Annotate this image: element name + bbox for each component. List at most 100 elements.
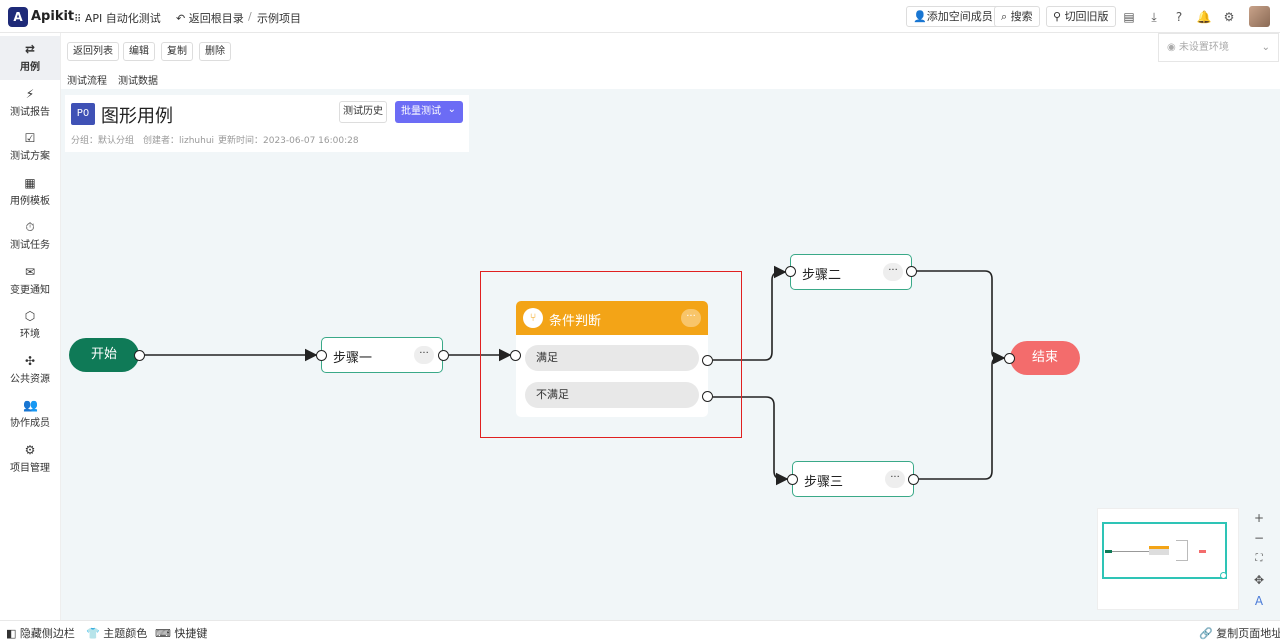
step1-out-port[interactable] bbox=[438, 350, 449, 361]
step2-out-port[interactable] bbox=[906, 266, 917, 277]
more-icon[interactable]: ··· bbox=[414, 346, 434, 364]
sidebar-item-resources[interactable]: ✣公共资源 bbox=[0, 348, 60, 392]
step2-in-port[interactable] bbox=[785, 266, 796, 277]
hide-sidebar-button[interactable]: ◧ 隐藏侧边栏 bbox=[6, 625, 75, 640]
sidebar-item-cases[interactable]: ⇄用例 bbox=[0, 36, 60, 80]
step3-out-port[interactable] bbox=[908, 474, 919, 485]
add-member-button[interactable]: 👤添加空间成员 bbox=[906, 6, 1000, 27]
user-plus-icon: 👤 bbox=[913, 10, 927, 23]
step1-in-port[interactable] bbox=[316, 350, 327, 361]
avatar[interactable] bbox=[1249, 6, 1270, 27]
theme-color-label: 主题颜色 bbox=[103, 627, 148, 640]
chevron-down-icon[interactable]: ⌄ bbox=[447, 104, 456, 115]
sidebar-item-label: 公共资源 bbox=[10, 374, 50, 385]
sidebar-item-members[interactable]: 👥协作成员 bbox=[0, 392, 60, 436]
move-icon[interactable]: ✥ bbox=[1253, 573, 1265, 587]
condition-in-port[interactable] bbox=[510, 350, 521, 361]
highlight-box bbox=[480, 271, 742, 438]
add-member-label: 添加空间成员 bbox=[926, 10, 993, 23]
shortcuts-button[interactable]: ⌨ 快捷键 bbox=[155, 625, 207, 640]
calendar-icon[interactable]: ▤ bbox=[1123, 10, 1135, 24]
minimap[interactable] bbox=[1097, 508, 1239, 610]
auto-layout-icon[interactable]: A bbox=[1254, 594, 1264, 608]
start-out-port[interactable] bbox=[134, 350, 145, 361]
sidebar-item-project-settings[interactable]: ⚙项目管理 bbox=[0, 437, 60, 481]
breadcrumb-current[interactable]: 示例项目 bbox=[257, 12, 301, 25]
branch-no[interactable]: 不满足 bbox=[525, 382, 699, 408]
minimap-resize-handle[interactable] bbox=[1220, 572, 1227, 579]
help-icon[interactable]: ? bbox=[1175, 10, 1183, 24]
copy-url-button[interactable]: 🔗 复制页面地址 bbox=[1199, 625, 1280, 640]
top-bar: A Apikit ⠿ API 自动化测试 ↶ 返回根目录 / 示例项目 👤添加空… bbox=[0, 0, 1280, 33]
grid-icon: ⠿ bbox=[74, 14, 82, 25]
delete-button[interactable]: 删除 bbox=[199, 42, 231, 61]
bottom-bar: ◧ 隐藏侧边栏 👕 主题颜色 ⌨ 快捷键 🔗 复制页面地址 bbox=[0, 620, 1280, 640]
sidebar: ⇄用例 ⚡测试报告 ☑测试方案 ▦用例模板 ⏱测试任务 ✉ 变更通知 ⬡环境 ✣公… bbox=[0, 33, 61, 620]
case-info-card: P0 图形用例 分组：默认分组 创建者：lizhuhui 更新时间：2023-0… bbox=[65, 95, 469, 152]
batch-test-button[interactable]: 批量测试 ⌄ bbox=[395, 101, 463, 123]
search-button[interactable]: ⌕ 搜索 bbox=[994, 6, 1040, 27]
tab-data[interactable]: 测试数据 bbox=[118, 76, 158, 87]
minimap-edge bbox=[1112, 551, 1149, 552]
zoom-in-icon[interactable]: + bbox=[1253, 511, 1265, 525]
mail-icon: ✉ bbox=[24, 265, 36, 279]
sidebar-item-environment[interactable]: ⬡环境 bbox=[0, 303, 60, 347]
bell-icon[interactable]: 🔔 bbox=[1196, 10, 1212, 24]
minimap-viewport[interactable] bbox=[1102, 522, 1227, 579]
copy-button[interactable]: 复制 bbox=[161, 42, 193, 61]
more-icon[interactable]: ··· bbox=[883, 263, 903, 281]
sidebar-item-notifications[interactable]: ✉ 变更通知 bbox=[0, 259, 60, 303]
start-node[interactable]: 开始 bbox=[69, 338, 139, 372]
branch-yes[interactable]: 满足 bbox=[525, 345, 699, 371]
step3-in-port[interactable] bbox=[787, 474, 798, 485]
apikit-logo-icon[interactable]: A bbox=[8, 7, 28, 27]
eye-icon: ◉ bbox=[1167, 42, 1176, 53]
shortcuts-label: 快捷键 bbox=[174, 627, 208, 640]
project-switcher[interactable]: ⠿ API 自动化测试 bbox=[74, 10, 161, 26]
sidebar-item-label: 用例模板 bbox=[10, 196, 50, 207]
sidebar-item-tasks[interactable]: ⏱测试任务 bbox=[0, 214, 60, 258]
edit-button[interactable]: 编辑 bbox=[123, 42, 155, 61]
test-history-button[interactable]: 测试历史 bbox=[339, 101, 387, 123]
project-name: API 自动化测试 bbox=[84, 12, 161, 25]
theme-color-button[interactable]: 👕 主题颜色 bbox=[86, 625, 147, 640]
sidebar-item-label: 变更通知 bbox=[10, 285, 50, 296]
checklist-icon: ☑ bbox=[24, 131, 36, 145]
undo-icon: ↶ bbox=[176, 12, 186, 25]
step3-node[interactable]: 步骤三 ··· bbox=[792, 461, 914, 497]
sidebar-item-reports[interactable]: ⚡测试报告 bbox=[0, 81, 60, 125]
minimap-condition bbox=[1149, 546, 1169, 549]
swap-icon: ⇄ bbox=[24, 42, 36, 56]
sidebar-item-plans[interactable]: ☑测试方案 bbox=[0, 125, 60, 169]
end-node[interactable]: 结束 bbox=[1010, 341, 1080, 375]
minimap-branches bbox=[1176, 540, 1188, 561]
sidebar-icon: ◧ bbox=[6, 627, 17, 640]
step2-label: 步骤二 bbox=[802, 268, 842, 283]
condition-title: 条件判断 bbox=[549, 314, 602, 329]
app-name[interactable]: Apikit bbox=[31, 9, 75, 24]
back-list-button[interactable]: 返回列表 bbox=[67, 42, 119, 61]
step1-node[interactable]: 步骤一 ··· bbox=[321, 337, 443, 373]
back-root-link[interactable]: ↶ 返回根目录 bbox=[176, 10, 244, 26]
condition-node[interactable]: ⑂ 条件判断 ··· 满足 不满足 bbox=[516, 301, 708, 417]
step1-label: 步骤一 bbox=[333, 351, 373, 366]
more-icon[interactable]: ··· bbox=[681, 309, 701, 327]
more-icon[interactable]: ··· bbox=[885, 470, 905, 488]
step2-node[interactable]: 步骤二 ··· bbox=[790, 254, 912, 290]
download-icon[interactable]: ⤓ bbox=[1151, 10, 1157, 24]
branch-yes-port[interactable] bbox=[702, 355, 713, 366]
zoom-out-icon[interactable]: − bbox=[1253, 531, 1265, 545]
gear-icon[interactable]: ⚙ bbox=[1223, 10, 1235, 24]
switch-old-button[interactable]: ⚲ 切回旧版 bbox=[1046, 6, 1116, 27]
environment-select[interactable]: ◉ 未设置环境⌄ bbox=[1158, 33, 1279, 62]
sidebar-item-label: 环境 bbox=[20, 329, 40, 340]
environment-placeholder: 未设置环境 bbox=[1178, 42, 1229, 53]
breadcrumb-separator: / bbox=[248, 10, 252, 23]
fit-screen-icon[interactable]: ⛶ bbox=[1255, 553, 1263, 564]
zoom-controls: + − ⛶ ✥ A bbox=[1246, 508, 1272, 610]
sidebar-item-templates[interactable]: ▦用例模板 bbox=[0, 170, 60, 214]
branch-no-port[interactable] bbox=[702, 391, 713, 402]
case-title: 图形用例 bbox=[101, 106, 173, 127]
end-in-port[interactable] bbox=[1004, 353, 1015, 364]
batch-test-label: 批量测试 bbox=[401, 106, 441, 117]
